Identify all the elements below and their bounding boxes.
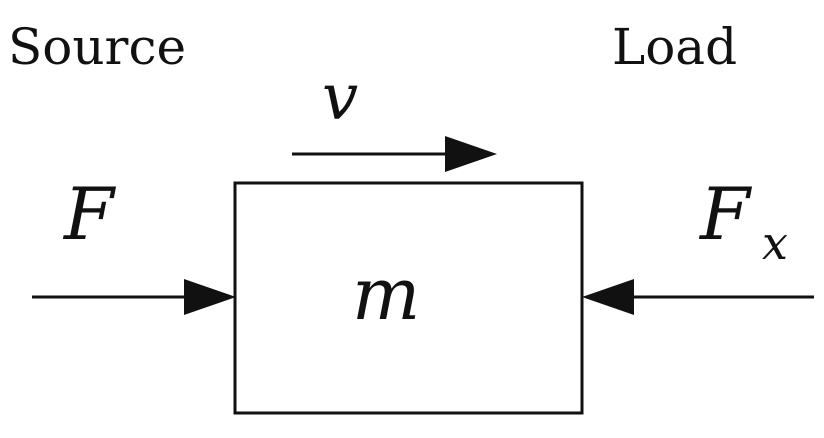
velocity-arrow-head [445,136,497,172]
source-label: Source [8,18,187,76]
velocity-symbol: v [322,61,359,135]
load-force-arrow-head [582,279,634,315]
force-symbol: F [64,172,114,256]
mass-symbol: m [352,252,421,336]
load-label: Load [612,18,738,76]
mass-block [233,181,584,415]
force-arrow-head [184,279,236,315]
load-force-symbol: F [700,172,750,256]
load-force-subscript: x [762,216,788,270]
